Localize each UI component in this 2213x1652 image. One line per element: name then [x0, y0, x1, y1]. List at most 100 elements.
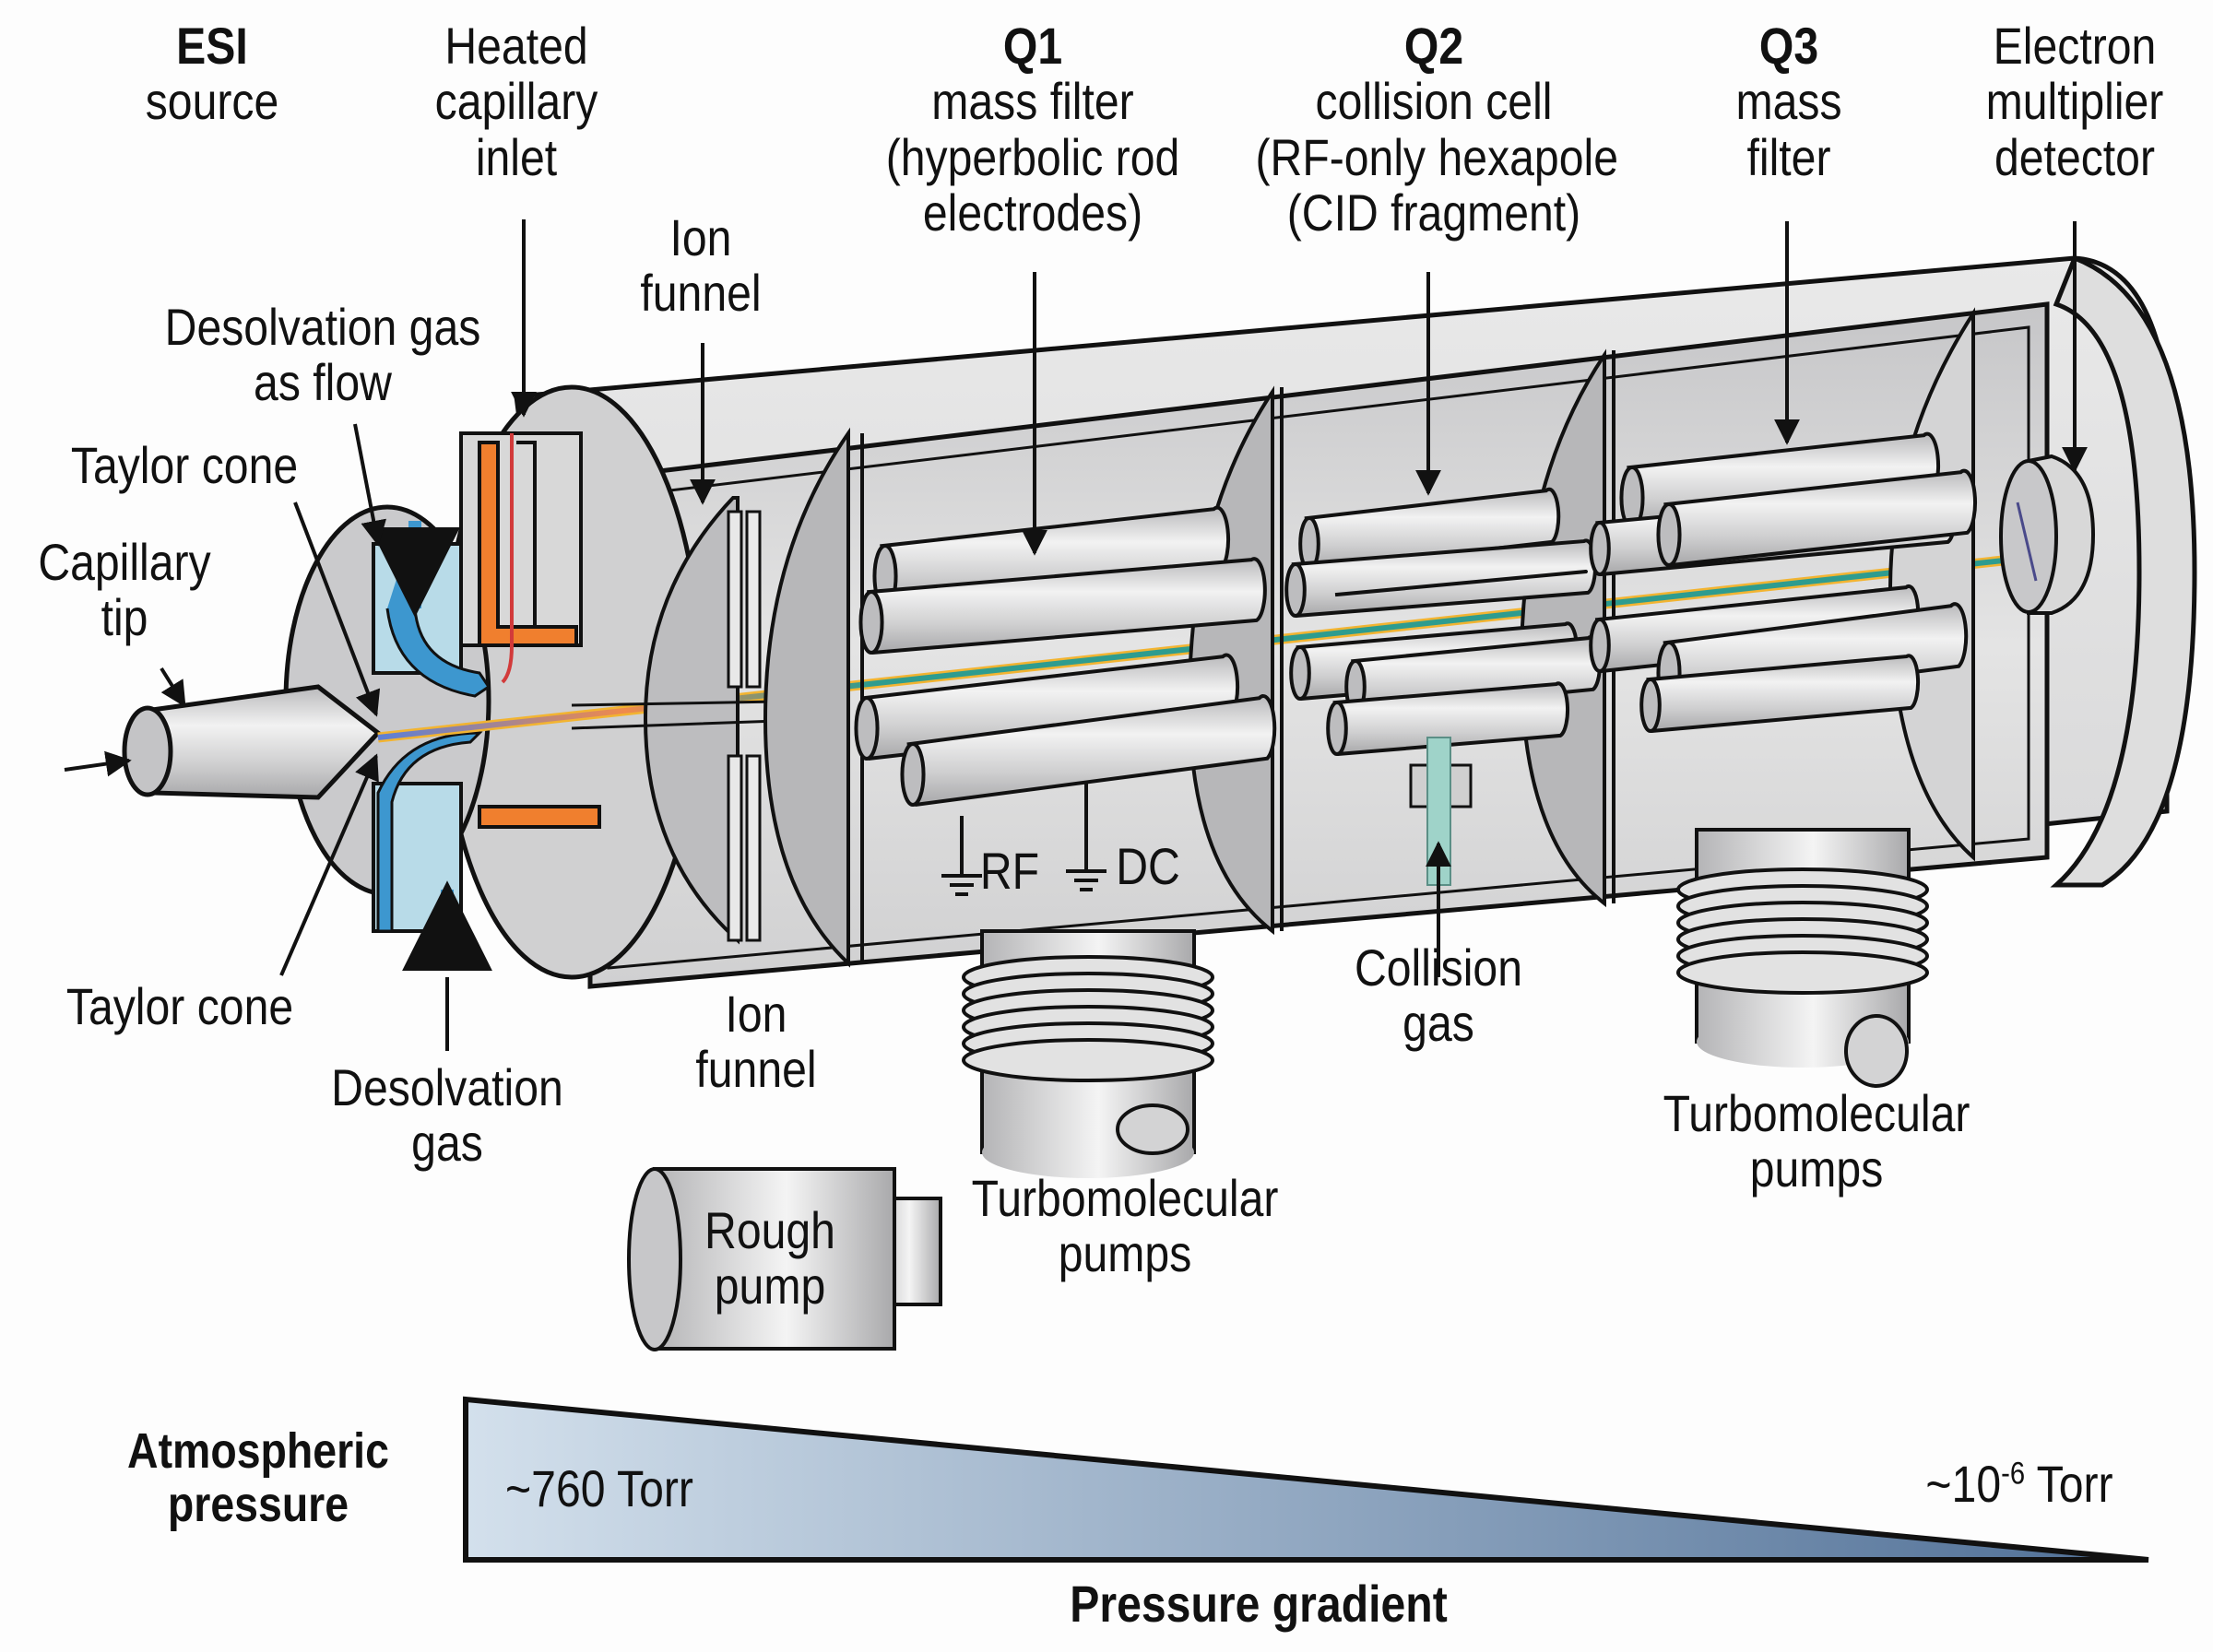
q3-line-2: filter [1746, 127, 1831, 186]
pressure-start-value: ~760 Torr [484, 1459, 714, 1517]
rod-end-cap [1589, 618, 1611, 673]
turbo-right-line-2: pumps [1749, 1139, 1884, 1198]
q2-line-1: collision cell [1315, 72, 1553, 131]
heated-capillary-inlet [459, 431, 601, 829]
rod-end-cap [858, 590, 884, 655]
turbo-right-line-1: Turbomolecular [1663, 1084, 1970, 1142]
q3-heading: Q3 [1758, 17, 1819, 75]
rod-end-cap [1639, 678, 1662, 733]
q2-heading: Q2 [1403, 17, 1464, 75]
q3-line-1: mass [1735, 72, 1842, 131]
ion-funnel-top-line-1: Ion [669, 208, 732, 266]
capillary-tip-line-2: tip [101, 588, 148, 647]
label-turbo-pumps-right: Turbomolecular pumps [1642, 1084, 1991, 1198]
pressure-gradient-wedge [463, 1396, 2149, 1563]
rod-end-cap [1289, 645, 1311, 701]
pressure-end-unit: Torr [2025, 1455, 2113, 1513]
turbomolecular-pump-left [962, 929, 1214, 1178]
label-dc: DC [1108, 837, 1188, 895]
dc-ground-symbol [1066, 784, 1106, 891]
rod-end-cap [1284, 562, 1307, 618]
label-ion-funnel-top: Ion funnel [621, 208, 780, 323]
label-ion-funnel-bottom: Ion funnel [677, 985, 835, 1099]
label-q2: Q2 collision cell (RF-only hexapole (CID… [1255, 17, 1618, 242]
q1-line-1: mass filter [931, 72, 1134, 131]
label-desolvation-gas: Desolvation gas [316, 1058, 578, 1173]
label-esi-source: ESI source [109, 18, 315, 130]
label-taylor-cone-bottom: Taylor cone [41, 977, 319, 1035]
rf-text: RF [979, 842, 1040, 900]
q2-line-3: (CID fragment) [1286, 183, 1581, 242]
rod-end-cap [1326, 701, 1348, 756]
esi-heading: ESI [176, 17, 248, 75]
q2-hexapole-rods [1284, 487, 1603, 757]
desolvation-gas-channels [370, 521, 492, 972]
rough-pump-line-1: Rough [704, 1201, 835, 1259]
leader-lines [160, 219, 2088, 1051]
rod-end-cap [1589, 521, 1611, 576]
rod-electrode [1304, 487, 1561, 572]
collision-gas-inlet [1409, 737, 1473, 977]
rf-ground-symbol [941, 816, 982, 896]
heated-capillary-line-1: Heated [444, 17, 588, 75]
label-rough-pump: Rough pump [679, 1201, 861, 1316]
rod-electrode [1663, 468, 1978, 568]
label-taylor-cone-top: Taylor cone [41, 436, 327, 494]
q1-quadrupole-rods [854, 505, 1277, 807]
heated-capillary-line-2: capillary [434, 72, 598, 131]
ion-funnel-bottom-line-1: Ion [725, 985, 787, 1043]
atmospheric-line-1: Atmospheric [127, 1423, 389, 1479]
taylor-cone-bottom-text: Taylor cone [65, 977, 294, 1035]
taylor-cone-top-text: Taylor cone [70, 436, 299, 494]
rod-electrode [867, 557, 1267, 655]
desolvation-gas-line-2: gas [411, 1114, 483, 1173]
ion-funnel-top-line-2: funnel [640, 264, 762, 323]
collision-gas-line-2: gas [1402, 994, 1474, 1053]
rod-end-cap [854, 696, 880, 761]
rough-pump [627, 1167, 942, 1351]
pressure-end-base: ~10 [1925, 1455, 2002, 1513]
pressure-gradient-caption-text: Pressure gradient [1070, 1575, 1448, 1633]
desolvation-gas-line-1: Desolvation [331, 1058, 563, 1116]
capillary-tip [64, 684, 382, 800]
turbomolecular-pump-right [1676, 828, 1929, 1088]
q2-line-2: (RF-only hexapole [1255, 127, 1618, 186]
rod-electrode [1335, 569, 1589, 597]
label-q1: Q1 mass filter (hyperbolic rod electrode… [874, 18, 1191, 242]
dc-text: DC [1116, 837, 1180, 895]
label-capillary-tip: Capillary tip [18, 533, 231, 647]
label-q3: Q3 mass filter [1694, 18, 1884, 185]
rod-end-cap [1656, 502, 1682, 567]
detector-line-1: Electron [1993, 17, 2157, 75]
pressure-end-exponent: -6 [2001, 1456, 2026, 1492]
label-atmospheric-pressure: Atmospheric pressure [108, 1424, 409, 1532]
q1-line-2: (hyperbolic rod [885, 127, 1180, 186]
q3-quadrupole-rods [1589, 431, 1978, 734]
ion-funnel [571, 496, 831, 945]
heated-capillary-line-3: inlet [475, 127, 558, 186]
label-turbo-pumps-left: Turbomolecular pumps [951, 1169, 1299, 1283]
turbo-left-line-1: Turbomolecular [971, 1169, 1279, 1227]
label-desolvation-gas-flow: Desolvation gas as flow [140, 298, 505, 412]
label-rf: RF [974, 842, 1045, 900]
rod-electrode [1332, 681, 1570, 757]
desolvation-gas-flow-line-2: as flow [254, 353, 392, 412]
rough-pump-line-2: pump [714, 1257, 826, 1316]
detector-line-2: multiplier [1985, 72, 2164, 131]
q1-line-3: electrodes) [922, 183, 1143, 242]
rod-electrode [906, 694, 1277, 807]
turbo-left-line-2: pumps [1058, 1224, 1192, 1283]
desolvation-gas-flow-line-1: Desolvation gas [164, 298, 481, 356]
bellows-ring [1676, 950, 1929, 995]
capillary-tip-line-1: Capillary [38, 533, 211, 591]
q1-heading: Q1 [1002, 17, 1063, 75]
pressure-start-text: ~760 Torr [505, 1459, 693, 1517]
label-detector: Electron multiplier detector [1956, 18, 2194, 185]
rod-end-cap [900, 742, 926, 807]
electron-multiplier-detector [1999, 454, 2096, 615]
pressure-end-value: ~10-6 Torr [1900, 1455, 2138, 1513]
ion-funnel-bottom-line-2: funnel [695, 1040, 817, 1099]
esi-sub: source [145, 72, 279, 131]
detector-line-3: detector [1994, 127, 2156, 186]
